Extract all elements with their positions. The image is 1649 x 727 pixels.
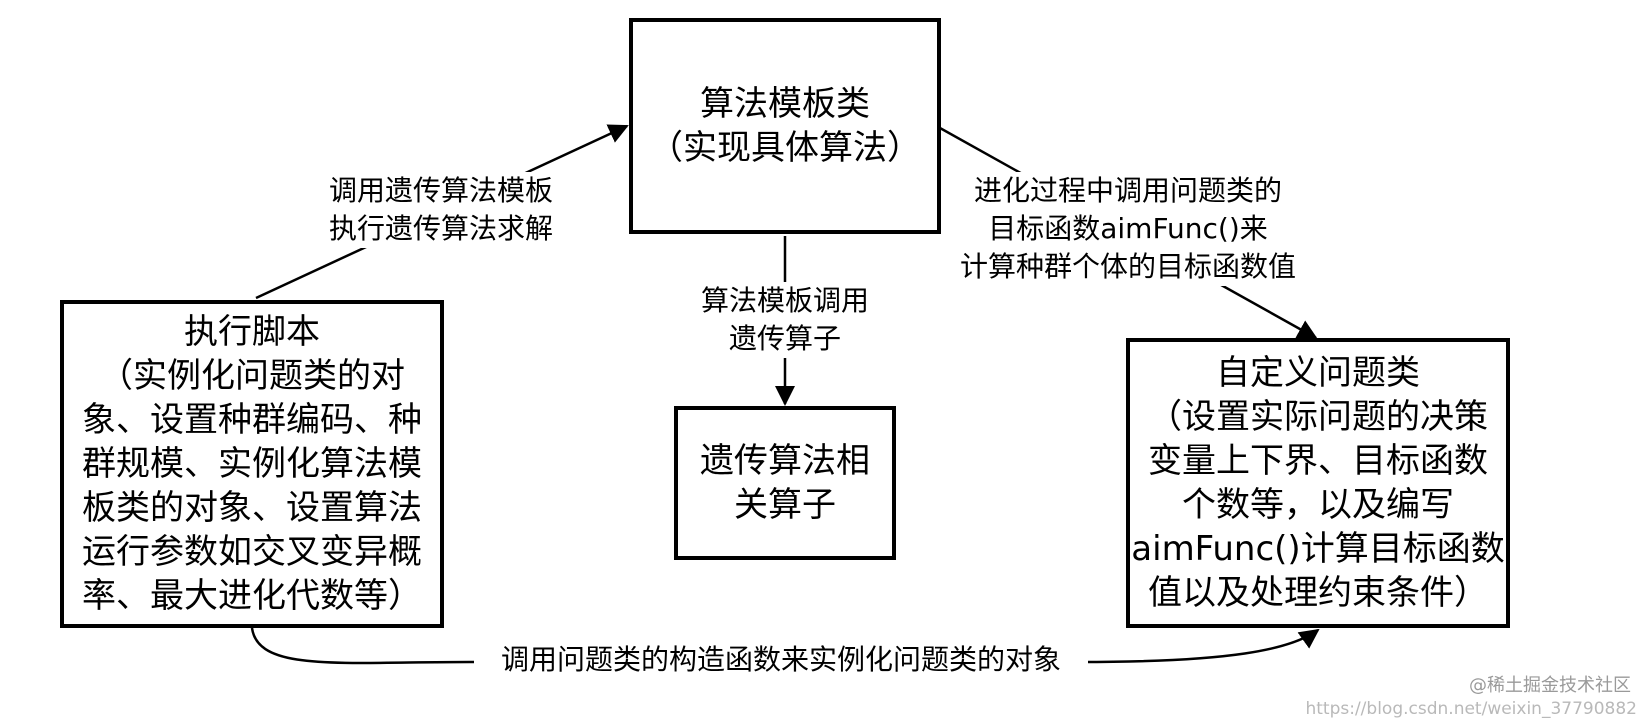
template-class-subtitle: （实现具体算法） (649, 128, 921, 168)
template-to-problem-label: 进化过程中调用问题类的 目标函数aimFunc()来 计算种群个体的目标函数值 (946, 172, 1310, 286)
run-script-line-4: 群规模、实例化算法模 (82, 444, 422, 484)
run-script-line-2: （实例化问题类的对 (99, 356, 405, 396)
watermark-url: https://blog.csdn.net/weixin_37790882 (1305, 699, 1637, 719)
watermark-brand: @稀土掘金技术社区 (1469, 675, 1631, 696)
template-to-operators-label-line-2: 遗传算子 (728, 322, 841, 355)
script-to-problem-label: 调用问题类的构造函数来实例化问题类的对象 (474, 641, 1088, 679)
template-to-operators-label: 算法模板调用 遗传算子 (682, 282, 888, 358)
arrow-script-to-problem (250, 627, 1320, 665)
custom-problem-title: 自定义问题类 (1216, 353, 1420, 393)
template-class-title: 算法模板类 (700, 84, 870, 124)
custom-problem-node: 自定义问题类 （设置实际问题的决策 变量上下界、目标函数 个数等，以及编写 ai… (1126, 338, 1510, 628)
script-to-template-label: 调用遗传算法模板 执行遗传算法求解 (306, 172, 576, 248)
template-to-problem-label-line-2: 目标函数aimFunc()来 (988, 212, 1268, 245)
ga-operators-line-2: 关算子 (734, 485, 836, 525)
template-to-problem-label-line-1: 进化过程中调用问题类的 (973, 174, 1282, 207)
run-script-line-6: 运行参数如交叉变异概 (82, 532, 422, 572)
run-script-node: 执行脚本 （实例化问题类的对 象、设置种群编码、种 群规模、实例化算法模 板类的… (60, 300, 444, 628)
script-to-template-label-line-2: 执行遗传算法求解 (328, 212, 553, 245)
run-script-line-3: 象、设置种群编码、种 (82, 400, 422, 440)
script-to-problem-label-line-1: 调用问题类的构造函数来实例化问题类的对象 (500, 643, 1061, 676)
template-to-problem-label-line-3: 计算种群个体的目标函数值 (959, 250, 1296, 283)
custom-problem-line-2: （设置实际问题的决策 (1148, 397, 1488, 437)
custom-problem-line-6: 值以及处理约束条件） (1148, 573, 1488, 613)
template-class-node: 算法模板类 （实现具体算法） (629, 18, 941, 234)
script-to-template-label-line-1: 调用遗传算法模板 (328, 174, 553, 207)
run-script-title: 执行脚本 (184, 312, 320, 352)
ga-operators-node: 遗传算法相 关算子 (674, 406, 896, 560)
run-script-line-7: 率、最大进化代数等） (82, 576, 422, 616)
custom-problem-line-5: aimFunc()计算目标函数 (1131, 529, 1505, 569)
custom-problem-line-4: 个数等，以及编写 (1182, 485, 1454, 525)
template-to-operators-label-line-1: 算法模板调用 (700, 284, 869, 317)
run-script-line-5: 板类的对象、设置算法 (82, 488, 422, 528)
ga-operators-line-1: 遗传算法相 (700, 441, 870, 481)
custom-problem-line-3: 变量上下界、目标函数 (1148, 441, 1488, 481)
